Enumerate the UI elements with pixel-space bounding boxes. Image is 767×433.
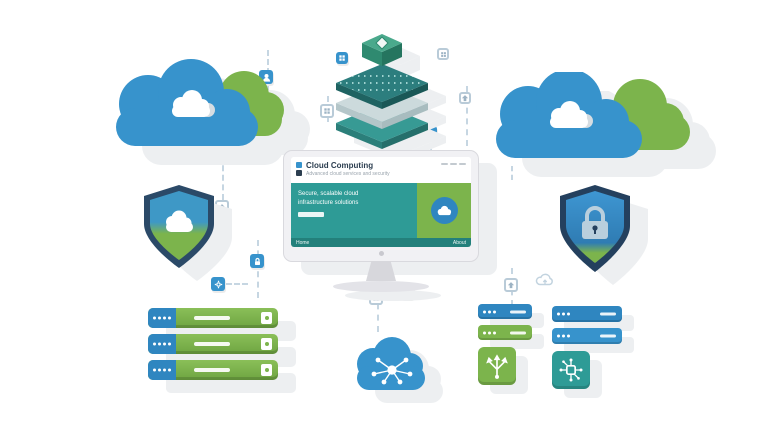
branch-icon	[486, 354, 508, 379]
footer-right: About	[452, 239, 466, 246]
monitor-stand-base	[333, 281, 429, 292]
dashed-connector	[511, 166, 513, 180]
server-unit	[552, 328, 622, 344]
hero-line-1: Secure, scalable cloud	[298, 191, 359, 197]
server-rack-right-a	[478, 304, 532, 385]
monitor: Cloud Computing Advanced cloud services …	[283, 150, 479, 292]
server-slot	[194, 342, 230, 346]
server-dots	[153, 368, 171, 372]
monitor-screen: Cloud Computing Advanced cloud services …	[291, 157, 471, 247]
server-status	[261, 338, 272, 350]
server-dots	[483, 331, 496, 334]
monitor-brand-dot	[378, 251, 384, 256]
blue-cloud	[357, 337, 425, 390]
server-unit	[478, 325, 532, 340]
server-unit	[148, 360, 278, 380]
shield-cloud	[140, 182, 218, 277]
cloud-icon	[166, 210, 193, 232]
server-rack-right-b	[552, 306, 622, 389]
grid-icon	[369, 291, 383, 305]
gear-icon	[211, 277, 225, 291]
server-dots	[557, 334, 570, 338]
site-logo	[296, 161, 302, 176]
server-slot	[194, 368, 230, 372]
server-unit	[148, 334, 278, 354]
arrow-up-icon	[459, 92, 471, 104]
server-unit	[148, 308, 278, 328]
side-panel	[417, 183, 471, 238]
grid-icon	[437, 48, 449, 60]
server-status	[261, 312, 272, 324]
hero-button	[298, 212, 324, 217]
site-footer: Home About	[291, 238, 471, 247]
lock-icon	[250, 254, 264, 268]
dashed-connector	[222, 146, 224, 200]
server-unit	[478, 304, 532, 319]
server-unit	[552, 306, 622, 322]
network-hub-icon	[371, 357, 413, 385]
logo-square-blue	[296, 162, 302, 168]
server-status	[261, 364, 272, 376]
monitor-frame: Cloud Computing Advanced cloud services …	[283, 150, 479, 262]
server-cap	[148, 334, 176, 354]
server-cap	[148, 360, 176, 380]
arrow-up-icon	[215, 200, 229, 214]
site-title: Cloud Computing	[306, 161, 374, 170]
server-rack-left	[148, 308, 278, 386]
server-dots	[483, 310, 496, 313]
cloud-badge	[430, 197, 458, 224]
mini-cloud-icon	[550, 101, 593, 128]
logo-square-dark	[296, 170, 302, 176]
circuit-tile	[552, 351, 590, 389]
led-icon	[264, 316, 269, 320]
server-cap	[148, 308, 176, 328]
chip-icon	[336, 52, 348, 64]
cloud-top-right	[472, 69, 694, 177]
mini-cloud-icon	[172, 90, 215, 117]
server-slot	[194, 316, 230, 320]
padlock-icon	[582, 206, 608, 239]
dashed-connector	[257, 240, 259, 298]
server-dots	[557, 312, 570, 316]
cloud-icon	[437, 205, 451, 216]
led-icon	[264, 368, 269, 372]
server-dots	[153, 316, 171, 320]
cloud-upload-icon	[534, 272, 558, 293]
stack-layer-top	[336, 64, 428, 109]
server-slot	[600, 312, 616, 316]
site-tagline: Advanced cloud services and security	[306, 170, 390, 177]
hero-line-2: infrastructure solutions	[298, 200, 359, 206]
dashed-connector	[226, 283, 248, 285]
arrow-up-icon	[504, 278, 518, 292]
dashed-connector	[466, 86, 468, 146]
dashed-connector	[377, 292, 379, 332]
cloud-network	[346, 334, 436, 403]
circuit-icon	[559, 358, 583, 382]
server-dots	[153, 342, 171, 346]
server-stack-isometric	[322, 26, 442, 157]
site-header: Cloud Computing Advanced cloud services …	[291, 157, 471, 183]
shield-lock	[556, 182, 634, 281]
footer-left: Home	[296, 239, 310, 246]
led-icon	[264, 342, 269, 346]
branch-tile	[478, 347, 516, 385]
cloud-top-left	[96, 58, 286, 163]
chip-cube	[362, 34, 402, 66]
server-slot	[510, 310, 526, 313]
grid-icon	[320, 104, 334, 118]
server-slot	[510, 331, 526, 334]
monitor-stand-neck	[366, 261, 396, 281]
hero-panel: Secure, scalable cloud infrastructure so…	[291, 183, 417, 238]
menu-icon	[441, 161, 466, 165]
server-slot	[600, 334, 616, 338]
